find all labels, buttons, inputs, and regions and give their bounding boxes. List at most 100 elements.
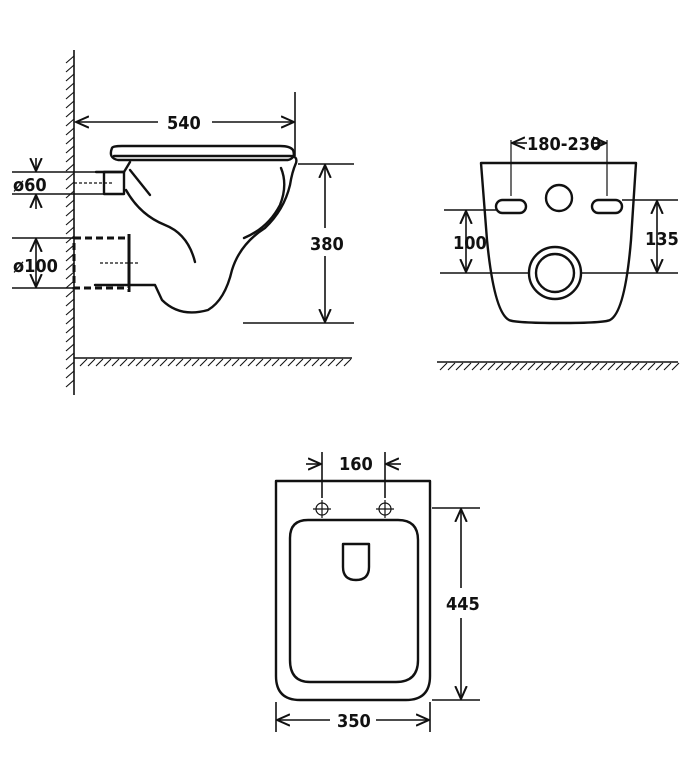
inlet-hole <box>544 183 574 213</box>
hatch-stroke <box>79 358 88 367</box>
top-hole-spacing-label: 160 <box>339 454 373 475</box>
hatch-stroke <box>65 334 75 343</box>
rear-left-height-label: 100 <box>453 233 487 254</box>
fixing-slot-left <box>494 198 528 215</box>
hatch-stroke <box>135 358 144 367</box>
hatch-stroke <box>111 358 120 367</box>
hatch-stroke <box>503 362 512 371</box>
hatch-stroke <box>471 362 480 371</box>
hatch-stroke <box>167 358 176 367</box>
hatch-stroke <box>527 362 536 371</box>
hatch-stroke <box>65 181 75 190</box>
hatch-stroke <box>65 325 75 334</box>
hatch-stroke <box>65 163 75 172</box>
hatch-stroke <box>295 358 304 367</box>
hatch-stroke <box>439 362 448 371</box>
toilet-side-outline <box>93 154 298 314</box>
hatch-stroke <box>487 362 496 371</box>
hatch-stroke <box>175 358 184 367</box>
hatch-stroke <box>103 358 112 367</box>
hatch-stroke <box>647 362 656 371</box>
hatch-stroke <box>65 217 75 226</box>
hatch-stroke <box>159 358 168 367</box>
hatch-stroke <box>65 226 75 235</box>
hatch-stroke <box>519 362 528 371</box>
side-height-label: 380 <box>310 234 344 255</box>
hatch-stroke <box>655 362 664 371</box>
hatch-stroke <box>65 109 75 118</box>
hatch-stroke <box>65 64 75 73</box>
hatch-stroke <box>343 358 352 367</box>
hatch-stroke <box>65 262 75 271</box>
outlet-hole-outer <box>527 245 583 301</box>
hatch-stroke <box>599 362 608 371</box>
bowl-inner-curve <box>124 188 197 264</box>
hatch-stroke <box>87 358 96 367</box>
hatch-stroke <box>215 358 224 367</box>
hatch-stroke <box>65 208 75 217</box>
outlet-diameter-label: ø100 <box>13 256 58 277</box>
side-width-label: 540 <box>167 113 201 134</box>
hatch-stroke <box>183 358 192 367</box>
hatch-stroke <box>311 358 320 367</box>
seat-lid <box>109 144 296 162</box>
floor-hatch <box>79 358 352 367</box>
hatch-stroke <box>65 370 75 379</box>
hatch-stroke <box>567 362 576 371</box>
hatch-stroke <box>65 361 75 370</box>
top-length-label: 445 <box>446 594 480 615</box>
hatch-stroke <box>671 362 680 371</box>
hatch-stroke <box>335 358 344 367</box>
hatch-stroke <box>95 358 104 367</box>
hatch-stroke <box>247 358 256 367</box>
inlet-bracket <box>128 168 152 197</box>
hatch-stroke <box>663 362 672 371</box>
hatch-stroke <box>65 289 75 298</box>
wall-hatch <box>65 55 75 388</box>
hatch-stroke <box>319 358 328 367</box>
side-view: ø60 ø100 540 380 <box>12 50 354 395</box>
hatch-stroke <box>447 362 456 371</box>
hatch-stroke <box>65 352 75 361</box>
hatch-stroke <box>65 307 75 316</box>
hatch-stroke <box>271 358 280 367</box>
fixing-slot-right <box>590 198 624 215</box>
hatch-stroke <box>543 362 552 371</box>
hatch-stroke <box>65 127 75 136</box>
hatch-stroke <box>65 145 75 154</box>
hatch-stroke <box>455 362 464 371</box>
hatch-stroke <box>65 82 75 91</box>
hatch-stroke <box>65 154 75 163</box>
hatch-stroke <box>65 199 75 208</box>
hatch-stroke <box>65 91 75 100</box>
hatch-stroke <box>199 358 208 367</box>
hatch-stroke <box>615 362 624 371</box>
rear-outline <box>479 161 638 325</box>
hatch-stroke <box>65 100 75 109</box>
hatch-stroke <box>279 358 288 367</box>
hatch-stroke <box>65 379 75 388</box>
hatch-stroke <box>535 362 544 371</box>
hatch-stroke <box>151 358 160 367</box>
hatch-stroke <box>479 362 488 371</box>
rear-spacing-label: 180-230 <box>527 134 601 155</box>
hatch-stroke <box>65 298 75 307</box>
hatch-stroke <box>607 362 616 371</box>
rear-right-height-label: 135 <box>645 229 679 250</box>
front-inner-curve <box>242 166 286 240</box>
hatch-stroke <box>303 358 312 367</box>
outlet-hole-inner <box>534 252 576 294</box>
top-view: 160 445 350 <box>274 452 480 732</box>
hatch-stroke <box>551 362 560 371</box>
top-outline <box>274 479 432 702</box>
hatch-stroke <box>65 136 75 145</box>
floor-hatch <box>439 362 680 371</box>
hatch-stroke <box>207 358 216 367</box>
hatch-stroke <box>65 316 75 325</box>
inlet-diameter-label: ø60 <box>13 175 47 196</box>
hatch-stroke <box>559 362 568 371</box>
hatch-stroke <box>231 358 240 367</box>
hatch-stroke <box>623 362 632 371</box>
hatch-stroke <box>65 343 75 352</box>
inlet-connector <box>94 160 132 174</box>
